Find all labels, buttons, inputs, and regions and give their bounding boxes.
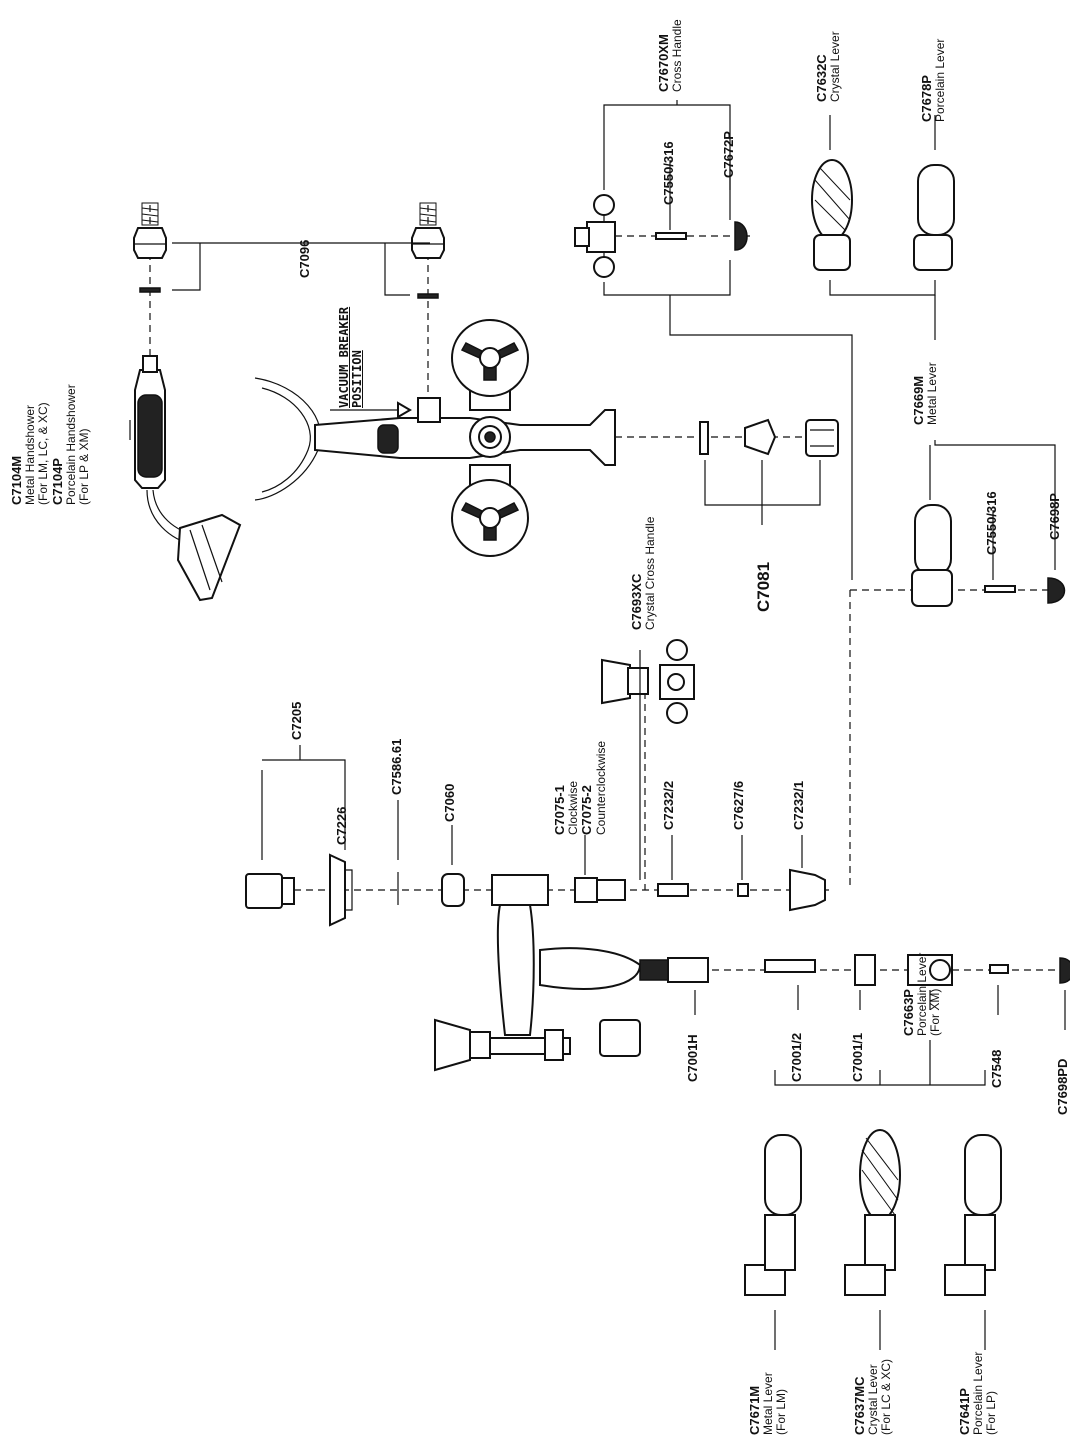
part-code: C7678P xyxy=(919,75,934,122)
part-description: Metal Lever xyxy=(925,362,940,425)
part-code: C7663P xyxy=(901,989,916,1036)
part-label-c7550b: C7550/316 xyxy=(984,491,999,555)
lower-mixer-drawing xyxy=(434,904,709,1072)
part-code: C7632C xyxy=(814,54,829,102)
part-description: Crystal Lever xyxy=(828,31,843,102)
part-code: C7075-2 xyxy=(579,785,595,835)
part-code: C7075-1 xyxy=(552,785,567,835)
part-label-c7586: C7586.61 xyxy=(389,738,404,795)
crystal-cross-handle-drawing xyxy=(601,639,695,724)
part-label-c7550a: C7550/316 xyxy=(661,141,676,205)
part-code: C7104P xyxy=(49,458,65,505)
part-code: C7226 xyxy=(334,806,349,845)
part-description: (For LC & XC) xyxy=(879,1358,894,1435)
part-code: C7670XM xyxy=(656,34,671,92)
part-label-c7698p: C7698P xyxy=(1047,493,1062,540)
part-label-c7060: C7060 xyxy=(442,783,457,822)
part-code: C7104M xyxy=(9,455,24,505)
part-code: C7637MC xyxy=(852,1376,867,1435)
part-code: C7693XC xyxy=(629,573,644,630)
part-code: C7060 xyxy=(442,783,457,822)
part-description: Cross Handle xyxy=(670,19,685,92)
part-code: C7001/2 xyxy=(789,1032,804,1082)
part-code: C7001/1 xyxy=(850,1032,865,1082)
leader-lines xyxy=(129,100,1066,1350)
part-description: (For LM, LC, & XC) xyxy=(36,402,51,505)
part-code: C7641P xyxy=(957,1388,972,1435)
part-label-c7548: C7548 xyxy=(989,1049,1004,1088)
part-code: C7548 xyxy=(989,1049,1004,1088)
part-label-c7205: C7205 xyxy=(289,701,304,740)
part-label-c7232_2: C7232/2 xyxy=(661,780,676,830)
assembly-label-c7081: C7081 xyxy=(754,561,773,612)
top-lever-drawings xyxy=(811,159,1066,607)
part-description: Crystal Cross Handle xyxy=(643,516,658,630)
mixer-body-drawing xyxy=(254,319,616,557)
part-label-c7672p: C7672P xyxy=(721,131,736,178)
part-description: Porcelain Lever xyxy=(933,38,948,122)
part-description: (For LP) xyxy=(984,1390,999,1435)
bottom-lever-drawings xyxy=(744,1040,1002,1296)
part-code: C7550/316 xyxy=(984,491,999,555)
vacuum-breaker-label: VACUUM BREAKER POSITION xyxy=(337,306,365,408)
lower-lever-parts-drawing xyxy=(764,954,1070,986)
part-label-c7698pd: C7698PD xyxy=(1055,1058,1070,1115)
part-code: C7672P xyxy=(721,131,736,178)
part-label-c7226: C7226 xyxy=(334,806,349,845)
part-code: C7001H xyxy=(685,1034,700,1082)
part-description: (For LP & XM) xyxy=(77,428,92,505)
part-label-c7001_1: C7001/1 xyxy=(850,1032,865,1082)
part-code: C7586.61 xyxy=(389,738,404,795)
part-label-c7001_2: C7001/2 xyxy=(789,1032,804,1082)
part-code: C7232/2 xyxy=(661,780,676,830)
cross-handle-drawing xyxy=(574,194,748,278)
part-code: C7698P xyxy=(1047,493,1062,540)
part-label-c7001h: C7001H xyxy=(685,1034,700,1082)
hose-connector-drawings xyxy=(133,202,445,299)
part-code: C7627/6 xyxy=(731,780,746,830)
part-code: C7232/1 xyxy=(791,780,806,830)
part-label-c7232_1: C7232/1 xyxy=(791,780,806,830)
handshower-drawing xyxy=(134,355,242,602)
part-code: C7698PD xyxy=(1055,1058,1070,1115)
part-code: C7205 xyxy=(289,701,304,740)
part-description: Counterclockwise xyxy=(593,740,608,835)
part-code: C7671M xyxy=(747,1385,762,1435)
part-label-c7627: C7627/6 xyxy=(731,780,746,830)
part-code: C7669M xyxy=(911,375,926,425)
part-label-c7096: C7096 xyxy=(297,239,312,278)
aerator-parts-drawing xyxy=(699,418,839,525)
part-code: C7550/316 xyxy=(661,141,676,205)
part-description: (For XM) xyxy=(928,988,943,1036)
valve-component-drawings xyxy=(245,853,826,927)
part-code: C7096 xyxy=(297,239,312,278)
part-description: (For LM) xyxy=(774,1389,789,1435)
